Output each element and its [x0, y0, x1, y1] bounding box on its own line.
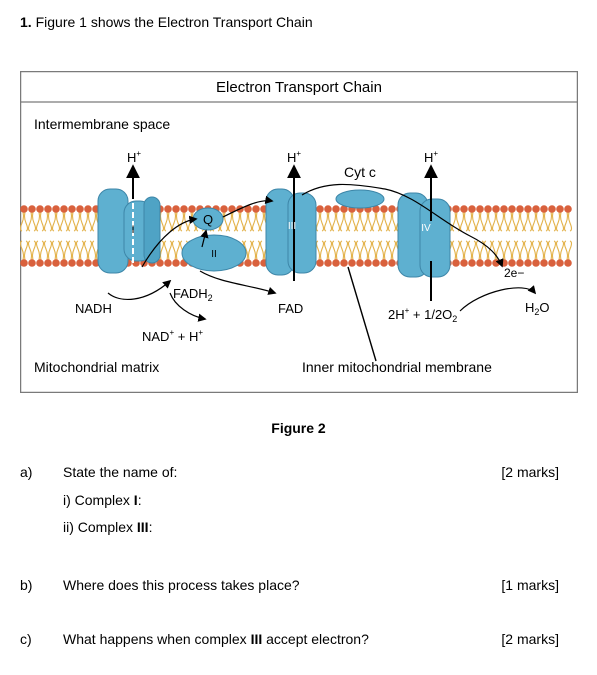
etc-diagram: Electron Transport Chain Intermembrane s…: [19, 70, 579, 394]
proton-arrow-iii: H+: [287, 149, 301, 197]
fad-arrow: [199, 270, 277, 295]
q-label: Q: [203, 212, 213, 227]
nad-arrow: [169, 292, 207, 322]
complex-iv: IV: [397, 175, 451, 301]
complex-i-label: I: [131, 224, 134, 236]
complex-ii-label: II: [211, 249, 217, 260]
nad-plus-label: NAD+ + H+: [142, 328, 203, 344]
oxygen-equation: 2H+ + 1/2O2: [388, 306, 457, 324]
proton-label-iii: H+: [287, 149, 301, 165]
fadh2-label: FADH2: [173, 286, 213, 303]
two-electrons-label: 2e−: [504, 266, 524, 280]
question-a-subpart-ii: ii) Complex III:: [63, 519, 153, 535]
complex-iii-label: III: [288, 221, 296, 232]
nadh-arrow: [107, 279, 172, 300]
electron-path-iii-iv: [301, 183, 504, 268]
question-header: 1. Figure 1 shows the Electron Transport…: [20, 14, 313, 30]
question-a-marks: [2 marks]: [501, 464, 559, 480]
membrane-label: Inner mitochondrial membrane: [302, 359, 492, 375]
question-header-text: Figure 1 shows the Electron Transport Ch…: [35, 14, 313, 30]
etc-figure: Electron Transport Chain Intermembrane s…: [19, 70, 579, 394]
proton-arrow-i: H+: [126, 149, 141, 199]
intermembrane-label: Intermembrane space: [34, 116, 170, 132]
cytc-label: Cyt c: [344, 164, 376, 180]
complex-iii: III: [265, 188, 317, 281]
question-b-marks: [1 marks]: [501, 577, 559, 593]
nadh-label: NADH: [75, 301, 112, 316]
question-c-text: What happens when complex III accept ele…: [63, 631, 369, 647]
oxygen-arrow: [459, 285, 537, 312]
question-c-marks: [2 marks]: [501, 631, 559, 647]
electron-path-i-q: [141, 215, 198, 268]
figure-caption: Figure 2: [271, 420, 326, 436]
electron-path-q-iii: [222, 195, 274, 218]
h2o-label: H2O: [525, 300, 550, 317]
question-b-letter: b): [20, 577, 33, 593]
figure-title: Electron Transport Chain: [216, 79, 382, 96]
complex-ii: II: [181, 234, 247, 272]
proton-label-i: H+: [127, 149, 141, 165]
proton-label-iv: H+: [424, 149, 438, 165]
question-a-letter: a): [20, 464, 33, 480]
question-a-subpart-i: i) Complex I:: [63, 492, 142, 508]
question-number: 1.: [20, 14, 32, 30]
complex-iv-label: IV: [421, 223, 431, 234]
membrane-pointer: [347, 266, 377, 362]
question-a-text: State the name of:: [63, 464, 178, 480]
proton-arrow-iv: H+: [424, 149, 438, 183]
question-c-letter: c): [20, 631, 32, 647]
question-b-text: Where does this process takes place?: [63, 577, 300, 593]
fad-label: FAD: [278, 301, 303, 316]
electron-path-ii-q: [200, 229, 209, 248]
matrix-label: Mitochondrial matrix: [34, 359, 159, 375]
cytc-shape: [335, 189, 385, 209]
